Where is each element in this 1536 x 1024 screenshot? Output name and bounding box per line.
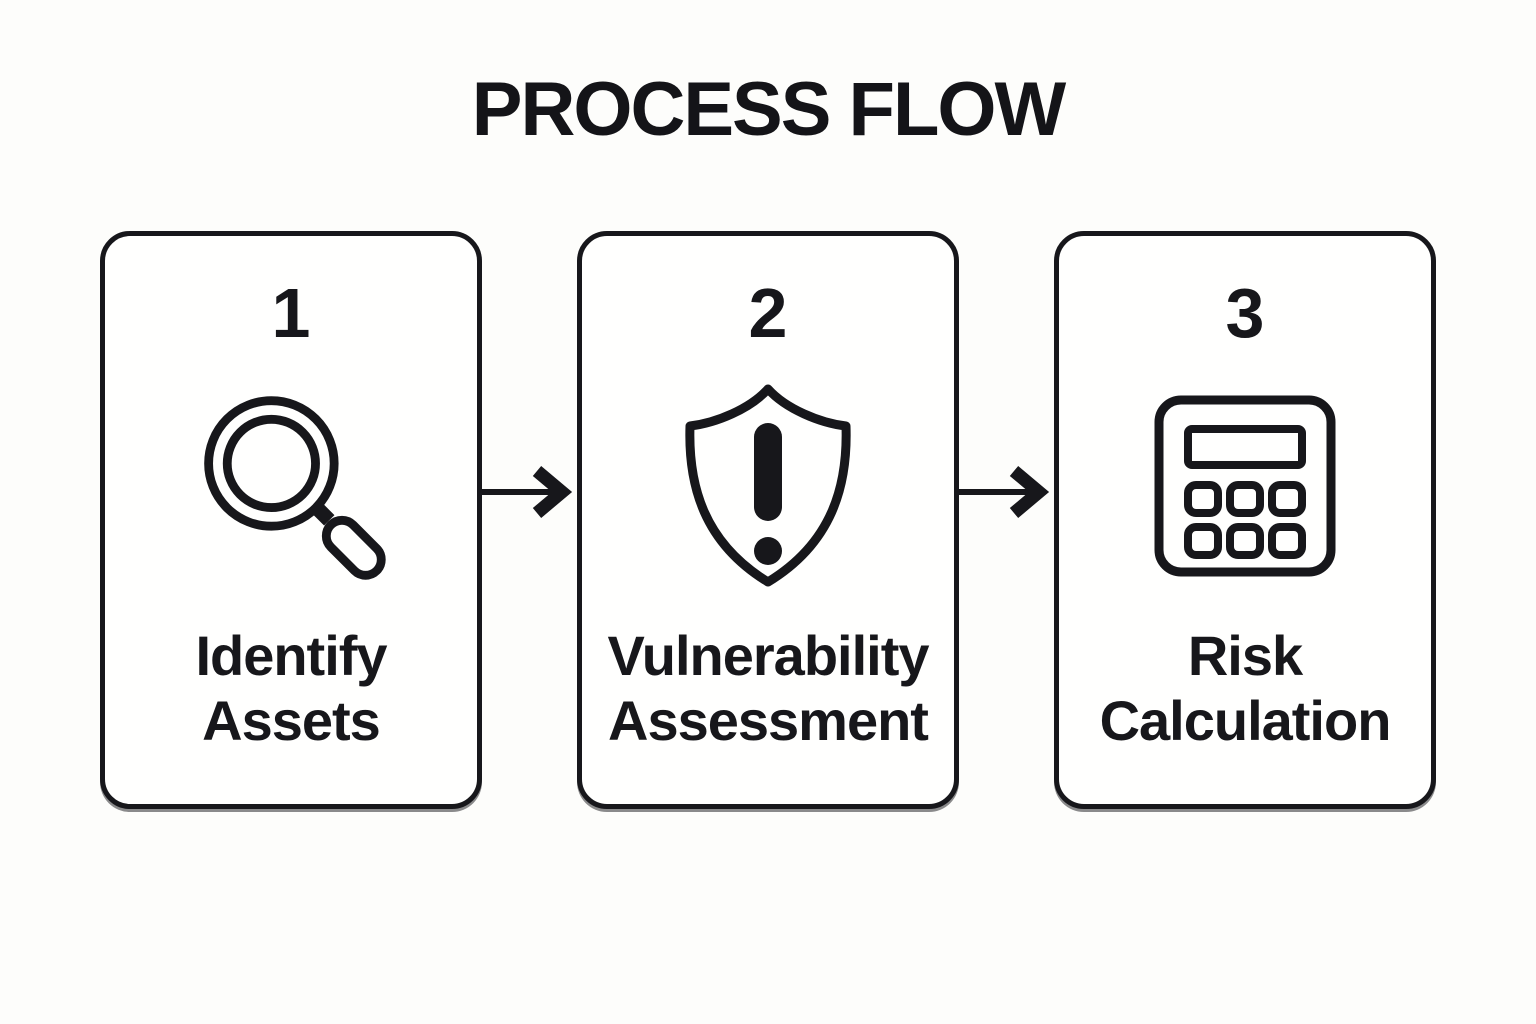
step-label-line-2: Assets <box>202 689 381 753</box>
step-label-line-1: Risk <box>1187 624 1303 688</box>
step-icon-wrap <box>1059 348 1431 624</box>
step-label-line-2: Calculation <box>1099 689 1392 753</box>
calculator-icon <box>1150 391 1340 581</box>
flow-connector-1 <box>482 466 577 552</box>
step-label: Risk Calculation <box>1099 624 1392 754</box>
step-label: Vulnerability Assessment <box>607 624 929 754</box>
process-step-card-1: 1 Identify Assets <box>100 231 482 810</box>
arrow-right-icon <box>959 466 1054 552</box>
step-number: 3 <box>1225 274 1265 353</box>
process-step-card-2: 2 Vulnerability Assessment <box>577 231 959 810</box>
step-number: 1 <box>271 274 311 353</box>
step-label: Identify Assets <box>195 624 387 754</box>
step-number: 2 <box>748 274 788 353</box>
magnifier-icon <box>188 383 394 589</box>
flow-connector-2 <box>959 466 1054 552</box>
step-label-line-1: Identify <box>195 624 387 688</box>
flow-row: 1 Identify Assets <box>0 231 1536 810</box>
step-icon-wrap <box>582 348 954 624</box>
arrow-right-icon <box>482 466 577 552</box>
step-label-line-1: Vulnerability <box>607 624 929 688</box>
step-icon-wrap <box>105 348 477 624</box>
step-label-line-2: Assessment <box>608 689 929 753</box>
page-title: PROCESS FLOW <box>471 67 1066 152</box>
shield-alert-icon <box>678 381 858 591</box>
process-step-card-3: 3 Risk Calculation <box>1054 231 1436 810</box>
